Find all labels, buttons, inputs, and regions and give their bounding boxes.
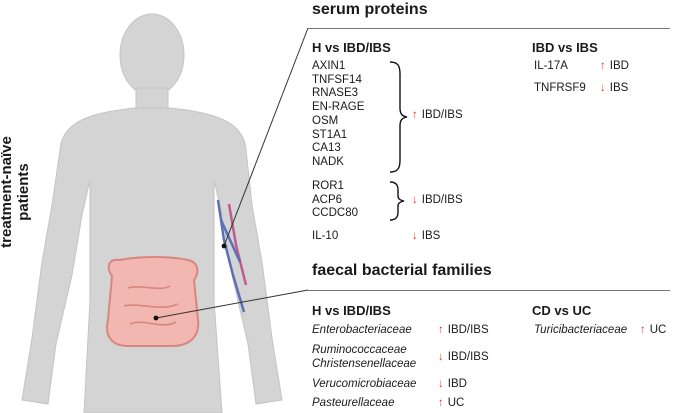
arrow-down-icon: ↓ bbox=[438, 351, 444, 363]
protein-item: OSM bbox=[312, 114, 339, 127]
protein-item: AXIN1 bbox=[312, 60, 346, 72]
protein-item: RNASE3 bbox=[312, 87, 359, 100]
protein-item: EN-RAGE bbox=[312, 101, 365, 114]
family-item: Pasteurellaceae bbox=[312, 397, 395, 409]
protein-item: NADK bbox=[312, 155, 344, 168]
serum-down-protein-list: ROR1 ACP6 CCDC80 bbox=[312, 180, 358, 221]
serum-divider bbox=[308, 28, 670, 29]
serum-ibd-vs-ibs-heading: IBD vs IBS bbox=[532, 40, 598, 55]
arrow-up-icon: ↑ bbox=[600, 60, 606, 72]
family-item: Ruminococcaceae bbox=[312, 344, 407, 356]
family-item: Enterobacteriaceae bbox=[312, 324, 412, 336]
brace-up-group bbox=[389, 61, 408, 173]
faecal-result: ↓IBD bbox=[438, 378, 467, 390]
protein-item: CCDC80 bbox=[312, 207, 359, 220]
arrow-down-icon: ↓ bbox=[412, 194, 418, 206]
ibd-vs-ibs-result: ↓IBS bbox=[600, 82, 629, 94]
serum-proteins-title: serum proteins bbox=[312, 1, 428, 18]
serum-up-protein-list: AXIN1 TNFSF14 RNASE3 EN-RAGE OSM ST1A1 C… bbox=[312, 60, 364, 170]
colon-illustration bbox=[106, 256, 200, 347]
pointer-lines bbox=[155, 27, 309, 319]
arm-point bbox=[221, 243, 227, 249]
protein-item: CA13 bbox=[312, 142, 341, 155]
arrow-up-icon: ↑ bbox=[438, 397, 444, 409]
protein-item: TNFSF14 bbox=[312, 73, 362, 86]
faecal-families-title: faecal bacterial families bbox=[312, 262, 492, 279]
faecal-divider bbox=[308, 290, 670, 291]
arrow-up-icon: ↑ bbox=[412, 109, 418, 121]
family-item: Turicibacteriaceae bbox=[534, 324, 628, 336]
arm-veins bbox=[216, 199, 248, 313]
arrow-down-icon: ↓ bbox=[412, 230, 418, 242]
faecal-result: ↓IBD/IBS bbox=[438, 351, 489, 363]
serum-down-result: ↓IBD/IBS bbox=[412, 194, 463, 206]
cd-vs-uc-result: ↑UC bbox=[640, 324, 667, 336]
family-item: Verucomicrobiaceae bbox=[312, 378, 417, 390]
protein-item: IL-10 bbox=[312, 230, 339, 242]
faecal-cd-vs-uc-heading: CD vs UC bbox=[532, 303, 592, 318]
protein-item: TNFRSF9 bbox=[534, 82, 586, 94]
serum-up-result: ↑IBD/IBS bbox=[412, 109, 463, 121]
protein-item: IL-17A bbox=[534, 60, 568, 72]
protein-item: ROR1 bbox=[312, 180, 344, 192]
arrow-up-icon: ↑ bbox=[640, 324, 646, 336]
arrow-up-icon: ↑ bbox=[438, 324, 444, 336]
colon-point bbox=[153, 315, 159, 321]
protein-item: ST1A1 bbox=[312, 128, 348, 141]
brace-down-group bbox=[389, 181, 405, 221]
serum-h-vs-ibd-ibs-heading: H vs IBD/IBS bbox=[312, 40, 391, 55]
faecal-result: ↑UC bbox=[438, 397, 465, 409]
serum-il10-result: ↓IBS bbox=[412, 230, 441, 242]
ibd-vs-ibs-result: ↑IBD bbox=[600, 60, 629, 72]
arrow-down-icon: ↓ bbox=[438, 378, 444, 390]
protein-item: ACP6 bbox=[312, 193, 343, 206]
family-item: Christensenellaceae bbox=[312, 358, 417, 370]
faecal-h-vs-ibd-ibs-heading: H vs IBD/IBS bbox=[312, 303, 391, 318]
arrow-down-icon: ↓ bbox=[600, 82, 606, 94]
faecal-result: ↑IBD/IBS bbox=[438, 324, 489, 336]
